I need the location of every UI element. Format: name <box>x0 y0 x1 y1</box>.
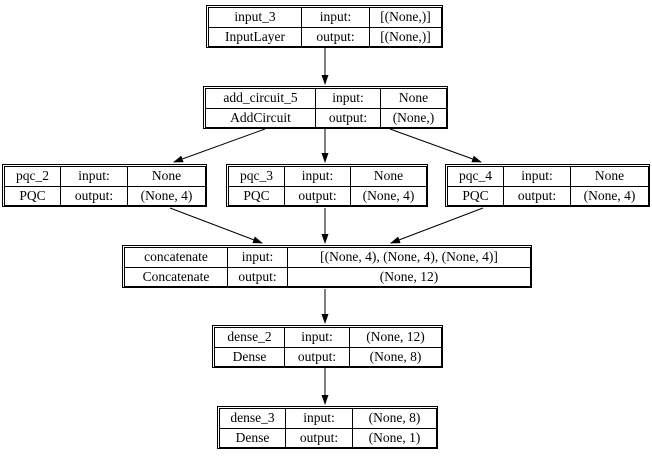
input-label: input: <box>285 167 351 187</box>
layer-node-input_3: input_3 input: [(None,)] InputLayer outp… <box>206 5 443 48</box>
layer-name: dense_3 <box>220 409 286 429</box>
input-shape: [(None, 4), (None, 4), (None, 4)] <box>288 248 531 268</box>
layer-node-concatenate: concatenate input: [(None, 4), (None, 4)… <box>122 245 532 288</box>
layer-type: Dense <box>215 347 285 367</box>
layer-name: input_3 <box>209 8 302 28</box>
output-shape: (None, 8) <box>350 347 442 367</box>
input-shape: (None, 12) <box>350 328 442 348</box>
input-label: input: <box>228 248 288 268</box>
input-label: input: <box>316 89 381 109</box>
output-label: output: <box>228 267 288 287</box>
output-label: output: <box>286 428 353 448</box>
layer-node-dense_2: dense_2 input: (None, 12) Dense output: … <box>212 325 443 368</box>
input-shape: (None, 8) <box>353 409 437 429</box>
output-shape: (None, 4) <box>351 186 427 206</box>
layer-name: pqc_2 <box>5 167 61 187</box>
layer-node-pqc_4: pqc_4 input: None PQC output: (None, 4) <box>445 164 650 207</box>
layer-type: PQC <box>5 186 61 206</box>
output-label: output: <box>61 186 128 206</box>
output-label: output: <box>285 347 350 367</box>
layer-type: AddCircuit <box>206 108 316 128</box>
edge-pqc_2-to-concatenate <box>169 207 263 244</box>
layer-node-pqc_3: pqc_3 input: None PQC output: (None, 4) <box>226 164 428 207</box>
layer-name: pqc_3 <box>229 167 285 187</box>
output-shape: [(None,)] <box>370 27 442 47</box>
layer-name: dense_2 <box>215 328 285 348</box>
output-shape: (None, 4) <box>128 186 206 206</box>
input-shape: None <box>571 167 649 187</box>
input-label: input: <box>504 167 571 187</box>
layer-type: Dense <box>220 428 286 448</box>
output-shape: (None, 1) <box>353 428 437 448</box>
input-shape: [(None,)] <box>370 8 442 28</box>
layer-type: PQC <box>448 186 504 206</box>
input-label: input: <box>61 167 128 187</box>
input-label: input: <box>285 328 350 348</box>
layer-name: concatenate <box>125 248 228 268</box>
output-label: output: <box>285 186 351 206</box>
input-shape: None <box>128 167 206 187</box>
input-label: input: <box>302 8 370 28</box>
edge-add_circuit_5-to-pqc_4 <box>389 128 482 163</box>
input-shape: None <box>381 89 447 109</box>
output-shape: (None,) <box>381 108 447 128</box>
edge-add_circuit_5-to-pqc_2 <box>173 128 266 163</box>
input-shape: None <box>351 167 427 187</box>
layer-node-pqc_2: pqc_2 input: None PQC output: (None, 4) <box>2 164 207 207</box>
layer-node-add_circuit_5: add_circuit_5 input: None AddCircuit out… <box>203 86 448 129</box>
output-label: output: <box>504 186 571 206</box>
layer-node-dense_3: dense_3 input: (None, 8) Dense output: (… <box>217 406 438 449</box>
output-shape: (None, 12) <box>288 267 531 287</box>
layer-name: add_circuit_5 <box>206 89 316 109</box>
output-shape: (None, 4) <box>571 186 649 206</box>
output-label: output: <box>302 27 370 47</box>
layer-name: pqc_4 <box>448 167 504 187</box>
output-label: output: <box>316 108 381 128</box>
layer-type: InputLayer <box>209 27 302 47</box>
layer-type: PQC <box>229 186 285 206</box>
input-label: input: <box>286 409 353 429</box>
edge-pqc_4-to-concatenate <box>390 207 484 244</box>
layer-type: Concatenate <box>125 267 228 287</box>
